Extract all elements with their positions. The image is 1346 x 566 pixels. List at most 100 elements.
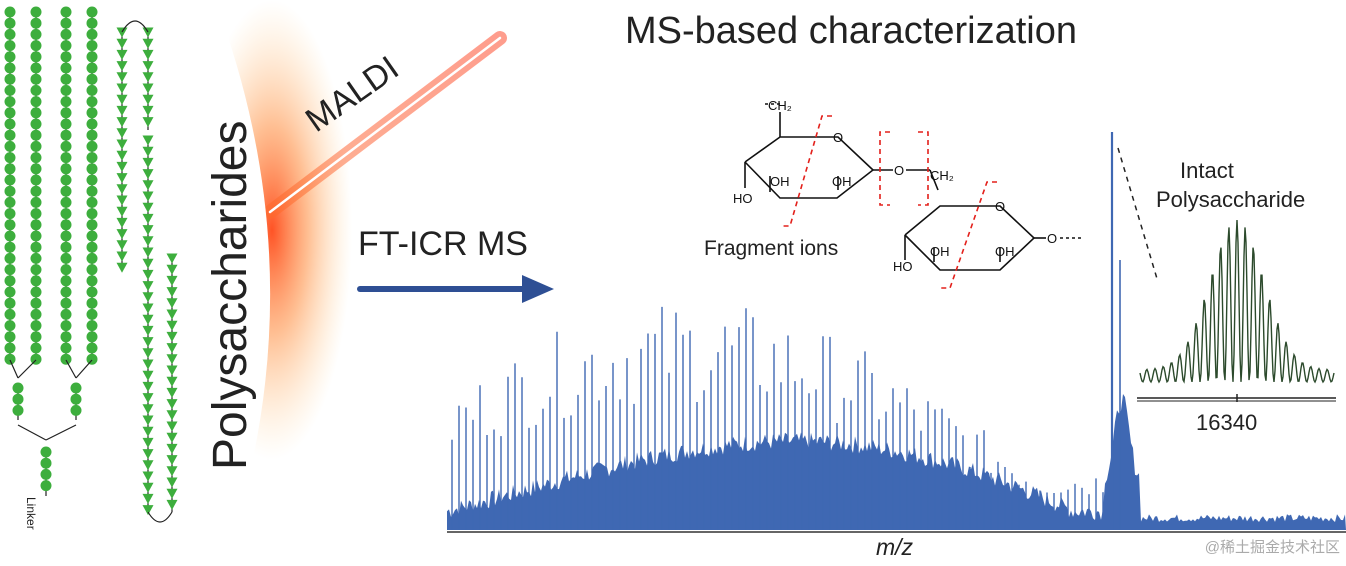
glucose-residue (60, 196, 72, 208)
residue-triangle (166, 264, 178, 275)
glucose-residue (60, 73, 72, 85)
glucose-residue (60, 129, 72, 141)
glucose-residue (86, 174, 98, 186)
glucose-residue (4, 51, 16, 63)
glucose-residue (86, 342, 98, 354)
glucose-residue (30, 219, 42, 231)
glucose-residue (40, 457, 52, 469)
hairpin-link (121, 20, 149, 33)
residue-triangle (116, 83, 128, 94)
residue-triangle (116, 195, 128, 206)
residue-triangle (166, 253, 178, 264)
residue-triangle (142, 404, 154, 415)
glucose-residue (30, 51, 42, 63)
residue-triangle (142, 258, 154, 269)
residue-triangle (166, 343, 178, 354)
residue-triangle (142, 348, 154, 359)
glucose-residue (86, 73, 98, 85)
residue-triangle (142, 83, 154, 94)
glucose-residue (30, 107, 42, 119)
residue-triangle (116, 27, 128, 38)
residue-triangle (142, 381, 154, 392)
residue-triangle (142, 27, 154, 38)
glucose-residue (4, 297, 16, 309)
glucose-residue (86, 28, 98, 40)
glucose-residue (60, 118, 72, 130)
ring2-oxygen-label: O (995, 199, 1005, 214)
glycosidic-bond (75, 359, 93, 379)
glucose-residue (60, 342, 72, 354)
residue-triangle (166, 421, 178, 432)
glucose-residue (30, 96, 42, 108)
mass-spectrum (447, 132, 1346, 530)
glucose-residue (4, 219, 16, 231)
ring1-oh-label-b: OH (832, 174, 852, 189)
glucose-residue (86, 219, 98, 231)
glucose-residue (30, 252, 42, 264)
glucose-residue (4, 174, 16, 186)
glucose-residue (40, 446, 52, 458)
glucose-residue (60, 230, 72, 242)
ring2-ho-label: HO (893, 259, 913, 274)
glucose-residue (30, 174, 42, 186)
glucose-residue (12, 404, 24, 416)
residue-triangle (142, 269, 154, 280)
residue-triangle (142, 38, 154, 49)
residue-triangle (142, 281, 154, 292)
glucose-residue (30, 275, 42, 287)
glucose-residue (30, 84, 42, 96)
glucose-residue (86, 40, 98, 52)
glucose-residue (30, 40, 42, 52)
glucose-residue (4, 17, 16, 29)
glucose-residue (60, 320, 72, 332)
glucose-residue (4, 320, 16, 332)
glucose-residue (60, 152, 72, 164)
glycan-structures (4, 6, 178, 523)
residue-triangle (142, 105, 154, 116)
method-arrow-head (522, 275, 554, 303)
residue-triangle (142, 393, 154, 404)
residue-triangle (142, 236, 154, 247)
ring1-ho-label: HO (733, 191, 753, 206)
glucose-residue (60, 353, 72, 365)
glucose-residue (4, 40, 16, 52)
residue-triangle (166, 410, 178, 421)
residue-triangle (142, 471, 154, 482)
residue-triangle (142, 482, 154, 493)
glucose-residue (4, 308, 16, 320)
cleavage-marks (780, 115, 997, 289)
residue-triangle (142, 94, 154, 105)
glucose-residue (4, 353, 16, 365)
ch2-top-label: CH₂ (768, 98, 792, 113)
glucose-residue (60, 163, 72, 175)
linker-label: Linker (24, 497, 38, 530)
glucose-residue (30, 230, 42, 242)
residue-triangle (116, 105, 128, 116)
inset-title-line1: Intact (1180, 158, 1234, 183)
residue-triangle (116, 38, 128, 49)
glucose-residue (4, 185, 16, 197)
glucose-residue (86, 96, 98, 108)
glucose-residue (4, 129, 16, 141)
glucose-residue (60, 174, 72, 186)
glucose-residue (4, 331, 16, 343)
residue-triangle (116, 206, 128, 217)
inset-title-line2: Polysaccharide (1156, 187, 1306, 212)
residue-triangle (142, 157, 154, 168)
glucose-residue (30, 286, 42, 298)
glucose-residue (4, 140, 16, 152)
ft-icr-ms-label: FT-ICR MS (358, 225, 528, 263)
glucose-residue (86, 107, 98, 119)
glucose-residue (60, 28, 72, 40)
glucose-residue (70, 393, 82, 405)
residue-triangle (142, 437, 154, 448)
residue-triangle (142, 72, 154, 83)
glucose-residue (30, 129, 42, 141)
residue-triangle (142, 225, 154, 236)
residue-triangle (166, 298, 178, 309)
glucose-residue (60, 252, 72, 264)
inset-isotope-envelope (1139, 219, 1335, 384)
glucose-residue (40, 480, 52, 492)
glucose-residue (60, 286, 72, 298)
